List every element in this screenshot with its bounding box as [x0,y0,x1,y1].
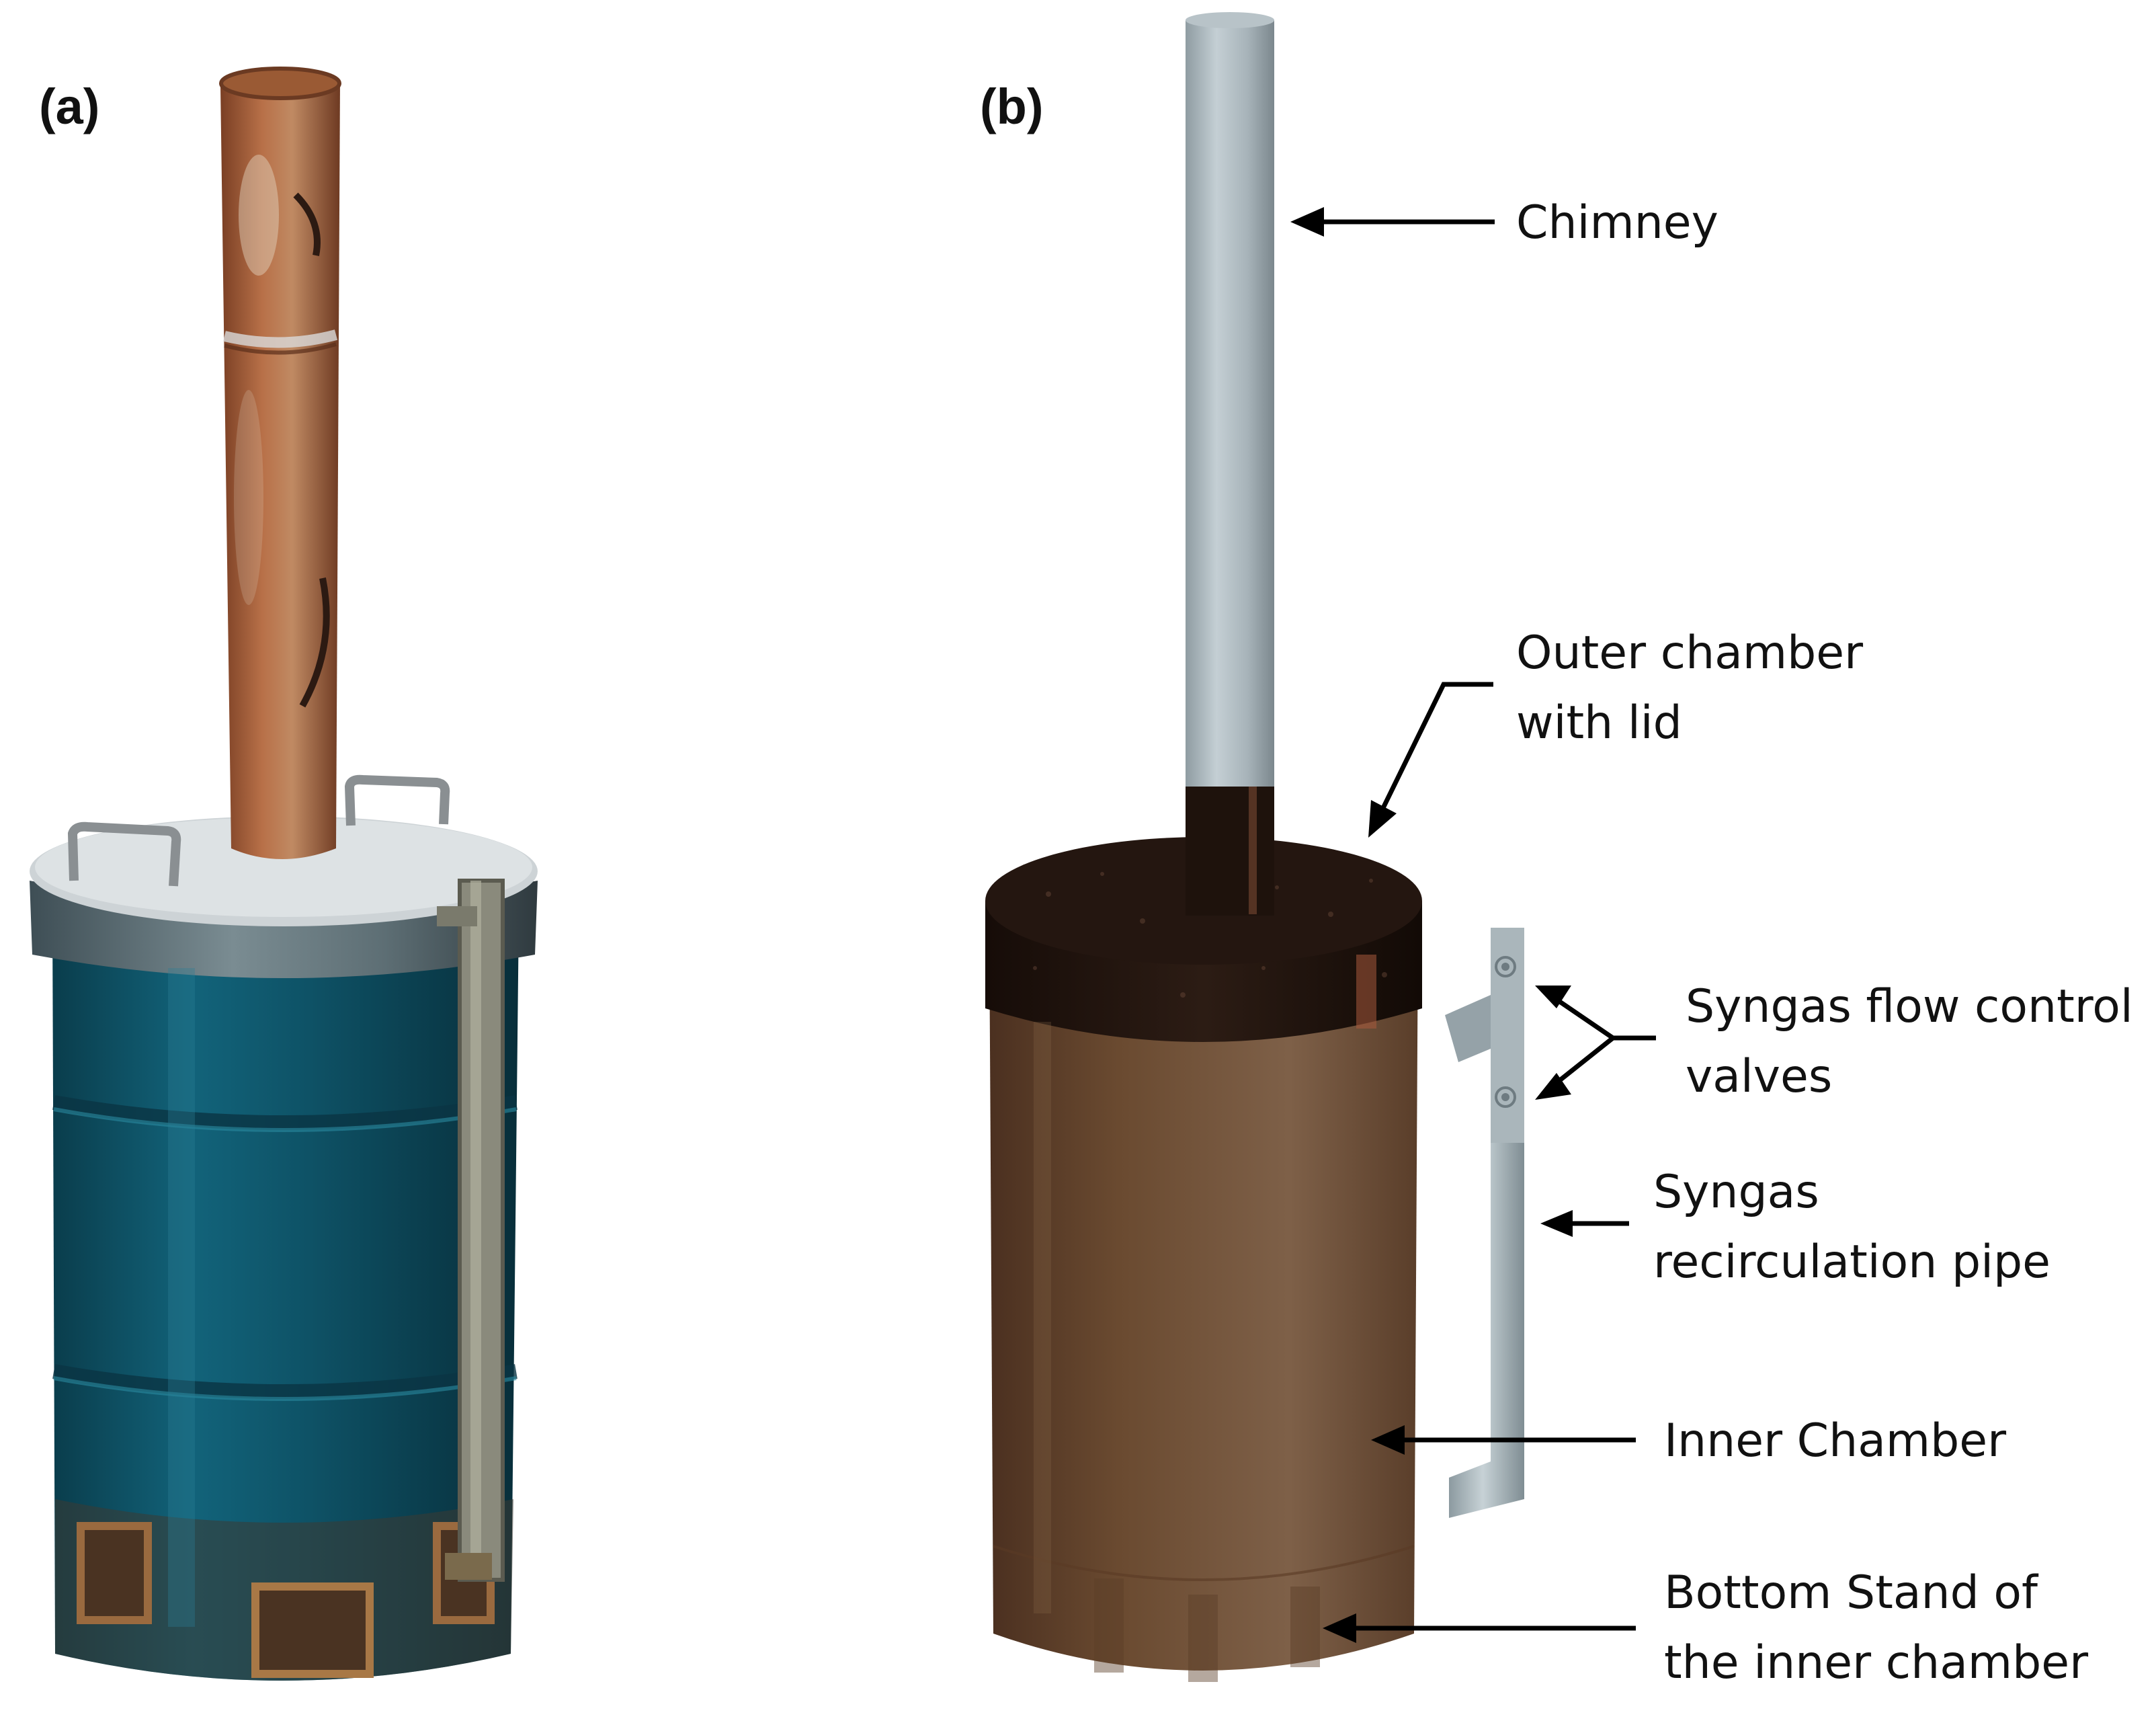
callout-bottom-stand: Bottom Stand of the inner chamber [1664,1558,2088,1698]
arrowhead-inner-chamber [1371,1425,1405,1455]
callout-pipe-line2: recirculation pipe [1653,1236,2051,1289]
panel-b-label: (b) [980,79,1044,134]
arrowhead-outer-chamber [1368,800,1397,838]
callout-chimney-text: Chimney [1516,196,1718,249]
callout-inner-chamber: Inner Chamber [1664,1406,2006,1476]
arrowhead-pipe [1540,1210,1573,1237]
arrowhead-bottom-stand [1323,1613,1356,1643]
callout-bottom-stand-line2: the inner chamber [1664,1636,2089,1689]
photo-stove [30,67,538,1681]
callout-outer-chamber-line1: Outer chamber [1516,627,1864,680]
callout-outer-chamber-line2: with lid [1516,696,1682,750]
arrowhead-chimney [1290,207,1324,237]
arrow-outer-chamber [1379,682,1493,812]
panel-a-label: (a) [39,79,100,134]
arrowhead-valves-upper [1535,986,1571,1008]
callout-valves-line2: valves [1686,1050,1833,1103]
callout-arrows [1290,207,1656,1643]
callout-valves: Syngas flow control valves [1686,972,2133,1112]
callout-pipe-line1: Syngas [1653,1166,1819,1219]
arrowhead-valves-lower [1535,1073,1571,1100]
model-stove [985,12,1524,1682]
callout-inner-chamber-text: Inner Chamber [1664,1414,2007,1468]
arrow-valves-upper [1552,996,1614,1040]
callout-valves-line1: Syngas flow control [1686,980,2133,1033]
callout-chimney: Chimney [1516,188,1718,258]
callout-pipe: Syngas recirculation pipe [1653,1158,2050,1297]
arrow-valves-lower [1552,1036,1615,1087]
callout-bottom-stand-line1: Bottom Stand of [1664,1566,2038,1619]
callout-outer-chamber: Outer chamber with lid [1516,618,1863,758]
